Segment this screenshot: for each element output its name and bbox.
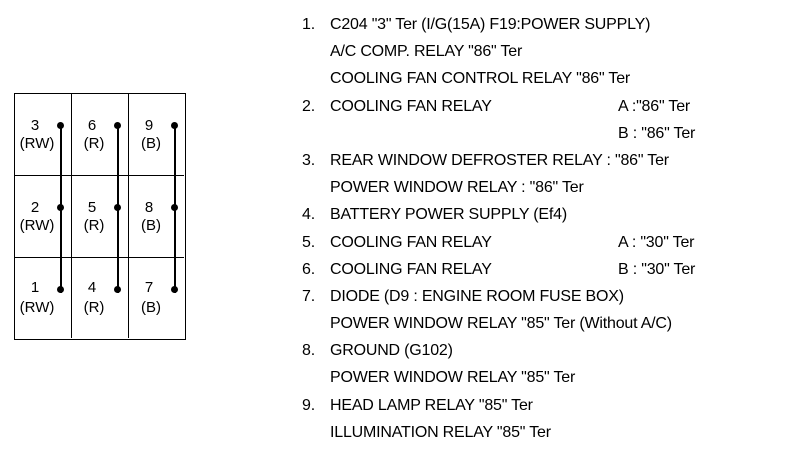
legend-text: POWER WINDOW RELAY : "86" Ter [330, 179, 584, 197]
legend-row: 3. REAR WINDOW DEFROSTER RELAY : "86" Te… [302, 147, 792, 174]
legend-row: POWER WINDOW RELAY : "86" Ter [302, 174, 792, 201]
legend-row: B : "86" Ter [302, 120, 792, 147]
legend-text: C204 "3" Ter (I/G(15A) F19:POWER SUPPLY) [330, 16, 651, 33]
legend-row: 7. DIODE (D9 : ENGINE ROOM FUSE BOX) [302, 283, 792, 310]
pin-cell: 9 (B) [129, 94, 184, 176]
pin-wire-color: (B) [141, 217, 161, 234]
legend-number: 7. [302, 287, 315, 305]
pin-number: 2 [30, 199, 40, 216]
legend-text: COOLING FAN CONTROL RELAY "86" Ter [330, 70, 631, 88]
legend-text: DIODE (D9 : ENGINE ROOM FUSE BOX) [330, 287, 624, 305]
legend-row: A/C COMP. RELAY "86" Ter [302, 38, 792, 65]
pin-wire-color: (R) [83, 217, 105, 234]
legend-row: 6. COOLING FAN RELAY B : "30" Ter [302, 256, 792, 283]
legend-terminal: A :"86" Ter [618, 97, 691, 115]
pin-number: 3 [30, 117, 40, 134]
legend-row: 1. C204 "3" Ter (I/G(15A) F19:POWER SUPP… [302, 11, 792, 38]
legend-text: COOLING FAN RELAY [330, 233, 492, 251]
legend-row: POWER WINDOW RELAY "85" Ter [302, 364, 792, 391]
pin-cell: 5 (R) [72, 176, 129, 258]
legend-number: 8. [302, 342, 315, 360]
pin-number: 1 [30, 279, 40, 296]
pin-wire-color: (R) [83, 299, 105, 316]
terminal-dot [114, 122, 121, 129]
terminal-dot [171, 286, 178, 293]
pin-wire-color: (B) [141, 135, 161, 152]
legend-row: COOLING FAN CONTROL RELAY "86" Ter [302, 65, 792, 92]
terminal-dot [171, 122, 178, 129]
pin-number: 6 [87, 117, 97, 134]
legend-row: 4. BATTERY POWER SUPPLY (Ef4) [302, 201, 792, 228]
pin-cell: 6 (R) [72, 94, 129, 176]
pin-cell: 3 (RW) [15, 94, 72, 176]
legend-terminal: B : "30" Ter [618, 260, 696, 278]
legend-row: ILLUMINATION RELAY "85" Ter [302, 419, 792, 446]
terminal-dot [114, 286, 121, 293]
pin-cell: 4 (R) [72, 258, 129, 338]
legend-text: GROUND (G102) [330, 342, 453, 360]
pin-wire-color: (RW) [19, 299, 55, 316]
legend-number: 6. [302, 260, 315, 278]
pin-cell: 2 (RW) [15, 176, 72, 258]
pin-wire-color: (RW) [19, 135, 55, 152]
connector-pin-diagram: 3 (RW) 6 (R) 9 (B) 2 (RW) 5 (R) 8 (B) 1 … [14, 93, 186, 340]
terminal-dot [57, 286, 64, 293]
pin-number: 7 [144, 279, 154, 296]
pin-wire-color: (RW) [19, 217, 55, 234]
legend-text: POWER WINDOW RELAY "85" Ter (Without A/C… [330, 315, 672, 333]
pin-cell: 8 (B) [129, 176, 184, 258]
pin-number: 8 [144, 199, 154, 216]
legend-row: POWER WINDOW RELAY "85" Ter (Without A/C… [302, 310, 792, 337]
pin-number: 9 [144, 117, 154, 134]
legend-number: 4. [302, 206, 315, 224]
terminal-dot [171, 204, 178, 211]
legend-text: ILLUMINATION RELAY "85" Ter [330, 423, 551, 441]
legend-text: POWER WINDOW RELAY "85" Ter [330, 369, 576, 387]
pin-number: 5 [87, 199, 97, 216]
legend-text: COOLING FAN RELAY [330, 97, 492, 115]
pin-wire-color: (B) [141, 299, 161, 316]
legend-text: HEAD LAMP RELAY "85" Ter [330, 396, 533, 414]
pin-number: 4 [87, 279, 97, 296]
pin-cell: 7 (B) [129, 258, 184, 338]
legend-row: 5. COOLING FAN RELAY A : "30" Ter [302, 229, 792, 256]
legend-number: 3. [302, 151, 315, 169]
pin-cell: 1 (RW) [15, 258, 72, 338]
legend-row: 9. HEAD LAMP RELAY "85" Ter [302, 392, 792, 419]
legend-text: REAR WINDOW DEFROSTER RELAY : "86" Ter [330, 151, 669, 169]
pin-wire-color: (R) [83, 135, 105, 152]
legend-number: 1. [302, 16, 315, 33]
terminal-dot [114, 204, 121, 211]
legend-text: COOLING FAN RELAY [330, 260, 492, 278]
legend-text: A/C COMP. RELAY "86" Ter [330, 43, 523, 61]
legend-number: 9. [302, 396, 315, 414]
legend-row: 2. COOLING FAN RELAY A :"86" Ter [302, 93, 792, 120]
legend-text: BATTERY POWER SUPPLY (Ef4) [330, 206, 567, 224]
legend-number: 5. [302, 233, 315, 251]
legend-terminal: A : "30" Ter [618, 233, 695, 251]
legend-number: 2. [302, 97, 315, 115]
terminal-dot [57, 122, 64, 129]
legend-row: 8. GROUND (G102) [302, 337, 792, 364]
terminal-dot [57, 204, 64, 211]
pin-legend-list: 1. C204 "3" Ter (I/G(15A) F19:POWER SUPP… [302, 11, 792, 446]
legend-terminal: B : "86" Ter [618, 124, 696, 142]
